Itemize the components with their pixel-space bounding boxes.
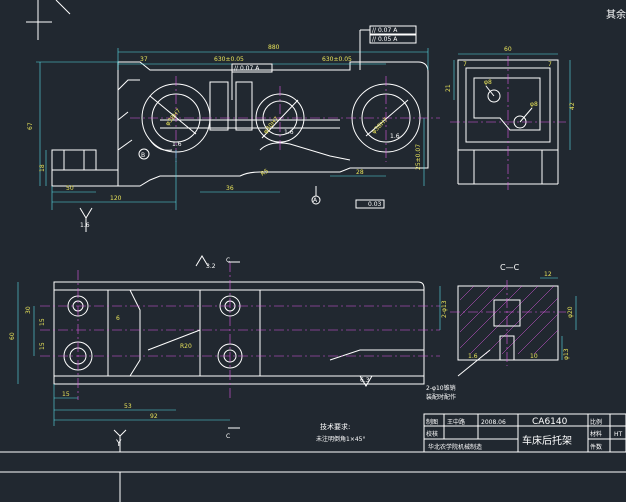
section-dim-b: 12 <box>544 271 552 278</box>
side-dim-top: 21 <box>445 84 452 92</box>
dim-pitch-1: 630±0.05 <box>214 56 244 63</box>
section-note-line2: 装配时配作 <box>426 393 456 401</box>
drawn-date: 2008.06 <box>481 419 506 426</box>
top-roughness: 3.2 <box>206 263 216 270</box>
corner-roughness-note: 其余 <box>606 8 626 21</box>
side-dim-height: 42 <box>569 102 576 110</box>
tolerance-frame-top-2: // 0.05 A <box>372 36 398 43</box>
section-view-labels: C—C 2-φ13 12 φ20 10 φ13 1.6 2-φ10锥销 装配时配… <box>426 263 574 401</box>
radius-label: R5 <box>260 168 271 178</box>
top-roughness-bottom: 6.3 <box>360 377 370 384</box>
material-label: 材料 <box>590 430 602 438</box>
material-value: HT <box>614 431 623 438</box>
dim-pitch-2: 630±0.05 <box>322 56 352 63</box>
top-view <box>17 255 440 452</box>
top-view-labels: C C 3.2 60 30 15 15 6 53 15 92 R20 6.3 Y <box>9 257 370 449</box>
top-dim-53: 53 <box>124 403 132 410</box>
section-title: C—C <box>500 263 520 272</box>
section-view <box>439 277 577 377</box>
dim-foot-height: 18 <box>39 164 46 172</box>
check-label: 校核 <box>426 430 438 438</box>
section-note-line1: 2-φ10锥销 <box>426 384 456 392</box>
side-hole-b: φ8 <box>530 101 538 108</box>
dim-left-offset: 37 <box>140 56 148 63</box>
roughness-hole-1: 1.6 <box>172 141 182 148</box>
part-name: 车床后托架 <box>522 434 572 447</box>
top-dim-30: 30 <box>25 306 32 314</box>
datum-a-label: A <box>313 197 318 204</box>
school-name: 华北农学院机械制造 <box>428 443 482 451</box>
model-number: CA6140 <box>532 417 568 427</box>
count-label: 件数 <box>590 443 602 451</box>
section-dim-e: φ13 <box>563 348 570 360</box>
section-dim-f: 1.6 <box>468 353 478 360</box>
top-dim-92: 92 <box>150 413 158 420</box>
dim-right-offset: 28 <box>356 169 364 176</box>
drawn-by-name: 王中路 <box>447 418 465 426</box>
tech-req-title: 技术要求: <box>320 422 350 431</box>
roughness-hole-2: 1.6 <box>284 129 294 136</box>
tolerance-frame-top-1: // 0.07 A <box>372 27 398 34</box>
section-mark-c-top: C <box>226 257 230 264</box>
balloon-b: B <box>141 152 145 159</box>
drawn-by-label: 制图 <box>426 418 438 426</box>
dim-foot-width: 50 <box>66 185 74 192</box>
section-dim-d: 10 <box>530 353 538 360</box>
dim-hole-height: 25±0.07 <box>415 144 422 170</box>
flatness-value: 0.03 <box>368 201 382 208</box>
dim-overall-length: 880 <box>268 44 280 51</box>
side-view <box>450 53 571 190</box>
top-dim-15b: 15 <box>39 342 46 350</box>
roughness-base: 1.6 <box>80 222 90 229</box>
section-dim-c: φ20 <box>567 306 574 318</box>
front-view-labels: 880 37 630±0.05 630±0.05 67 18 50 120 28… <box>27 27 422 229</box>
dim-middle: 36 <box>226 185 234 192</box>
hole-3-size: φ38H7 <box>370 116 389 135</box>
section-dim-a: 2-φ13 <box>441 300 448 318</box>
tolerance-frame-middle: // 0.07 A <box>234 65 260 72</box>
side-view-labels: 60 7 7 21 42 φ8 φ8 <box>445 46 576 110</box>
top-dim-15c: 15 <box>62 391 70 398</box>
front-view <box>36 25 440 232</box>
top-radius-note: R20 <box>180 343 192 350</box>
section-mark-c-bottom: C <box>226 433 230 440</box>
scale-label: 比例 <box>590 418 602 426</box>
roughness-hole-3: 1.6 <box>390 133 400 140</box>
top-dim-6: 6 <box>116 315 120 322</box>
side-dim-left: 7 <box>463 61 467 68</box>
top-dim-15a: 15 <box>39 318 46 326</box>
title-block-text: 制图 王中路 2008.06 校核 华北农学院机械制造 CA6140 车床后托架… <box>426 417 623 451</box>
side-dim-right: 7 <box>548 61 552 68</box>
dim-overall-height: 67 <box>27 122 34 130</box>
side-hole-a: φ8 <box>484 79 492 86</box>
top-dim-height: 60 <box>9 332 16 340</box>
view-letter-y: Y <box>115 439 122 449</box>
dim-base-length: 120 <box>110 195 122 202</box>
side-dim-width: 60 <box>504 46 512 53</box>
title-block <box>423 413 626 453</box>
tech-req-line1: 未注明倒角1×45° <box>316 435 365 443</box>
